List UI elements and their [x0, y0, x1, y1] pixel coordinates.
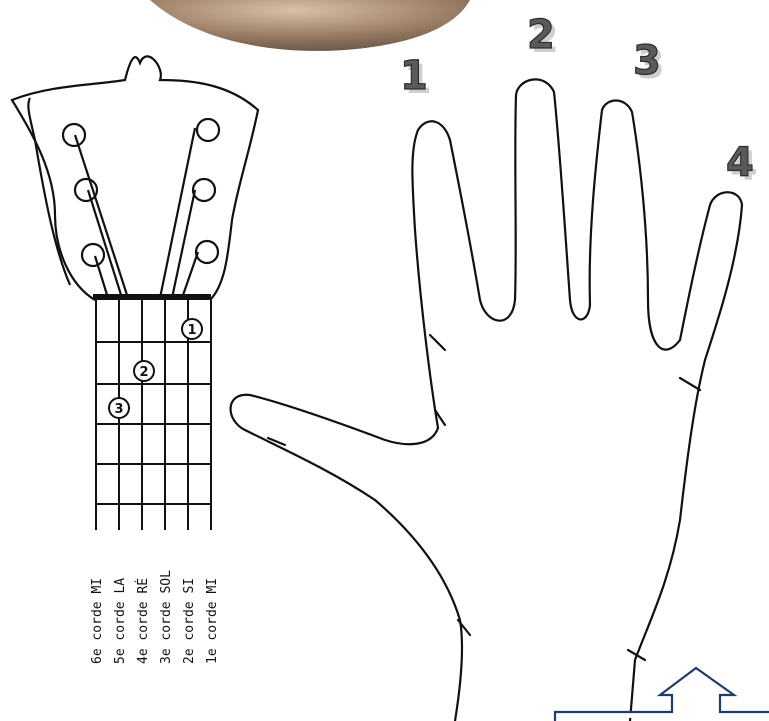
svg-text:2: 2	[527, 12, 555, 58]
finger-number-4: 4 4	[726, 140, 758, 190]
string-label-1: 1e corde MI	[206, 578, 219, 664]
string-label-2: 2e corde SI	[183, 578, 196, 664]
string-label-6: 6e corde MI	[91, 578, 104, 664]
svg-text:2: 2	[139, 365, 148, 380]
fret-dot-1: 1	[182, 319, 202, 339]
guitar-nut	[93, 294, 211, 300]
finger-number-2: 2 2	[527, 12, 559, 62]
fret-dot-2: 2	[134, 361, 154, 381]
string-label-3: 3e corde SOL	[160, 570, 173, 664]
up-arrow-icon	[555, 668, 769, 721]
svg-text:3: 3	[114, 402, 123, 417]
svg-text:3: 3	[633, 38, 661, 84]
string-label-5: 5e corde LA	[114, 578, 127, 664]
hand-photo-fragment	[150, 0, 470, 51]
svg-text:1: 1	[187, 323, 196, 338]
svg-text:4: 4	[726, 140, 754, 186]
finger-number-3: 3 3	[633, 38, 665, 88]
svg-text:1: 1	[400, 53, 428, 99]
string-label-4: 4e corde RÉ	[137, 578, 150, 664]
hand-outline	[231, 79, 742, 721]
fret-dot-3: 3	[109, 398, 129, 418]
finger-number-1: 1 1	[400, 53, 432, 103]
guitar-headstock	[12, 56, 258, 300]
